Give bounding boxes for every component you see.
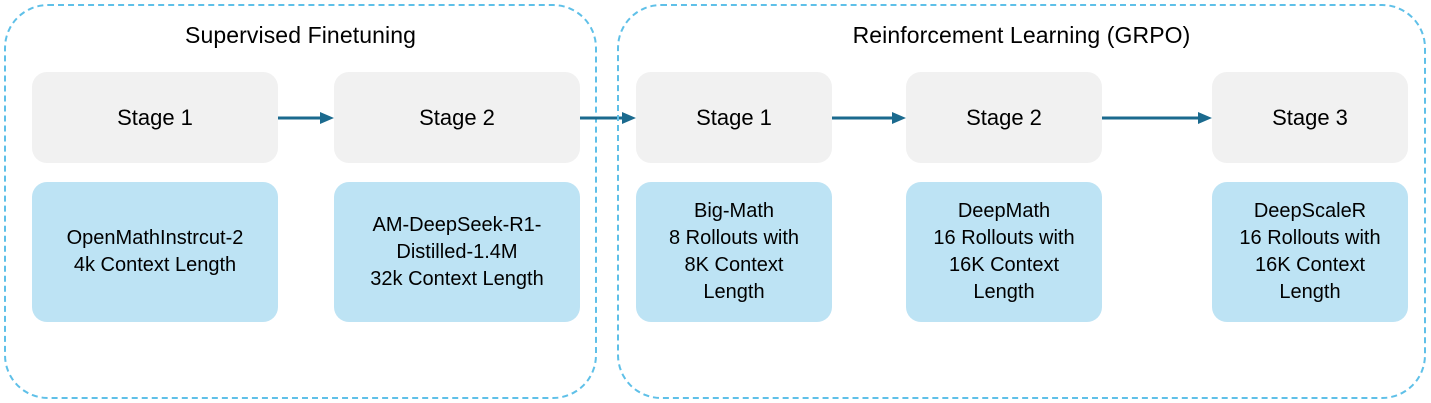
sft-stage-1-label: Stage 1: [117, 104, 193, 130]
rl-stage-2-dataset-text: DeepMath 16 Rollouts with 16K Context Le…: [933, 200, 1075, 303]
rl-stage-1-label: Stage 1: [696, 104, 772, 130]
arrow-sft-to-rl: [580, 108, 636, 128]
sft-stage-1-dataset-box[interactable]: OpenMathInstrcut-2 4k Context Length: [32, 182, 278, 322]
panel-reinforcement-learning: Reinforcement Learning (GRPO): [617, 4, 1426, 399]
sft-stage-2-dataset-text: AM-DeepSeek-R1- Distilled-1.4M 32k Conte…: [370, 213, 544, 290]
rl-stage-1-dataset-box[interactable]: Big-Math 8 Rollouts with 8K Context Leng…: [636, 182, 832, 322]
rl-stage-1-dataset-text: Big-Math 8 Rollouts with 8K Context Leng…: [668, 200, 800, 303]
rl-stage-3-box[interactable]: Stage 3: [1212, 72, 1408, 163]
rl-stage-3-dataset-text: DeepScaleR 16 Rollouts with 16K Context …: [1239, 200, 1381, 303]
sft-stage-1-box[interactable]: Stage 1: [32, 72, 278, 163]
rl-stage-2-label: Stage 2: [966, 104, 1042, 130]
panel-title-supervised-finetuning: Supervised Finetuning: [185, 22, 416, 48]
sft-stage-1-dataset-text: OpenMathInstrcut-2 4k Context Length: [66, 227, 244, 276]
arrow-rl-stage1-to-stage2: [832, 108, 906, 128]
arrow-sft-stage1-to-stage2: [278, 108, 334, 128]
rl-stage-3-dataset-box[interactable]: DeepScaleR 16 Rollouts with 16K Context …: [1212, 182, 1408, 322]
sft-stage-2-label: Stage 2: [419, 104, 495, 130]
arrow-rl-stage2-to-stage3: [1102, 108, 1212, 128]
rl-stage-3-label: Stage 3: [1272, 104, 1348, 130]
panel-title-reinforcement-learning: Reinforcement Learning (GRPO): [852, 22, 1191, 48]
rl-stage-1-box[interactable]: Stage 1: [636, 72, 832, 163]
panel-supervised-finetuning: Supervised Finetuning: [4, 4, 597, 399]
sft-stage-2-dataset-box[interactable]: AM-DeepSeek-R1- Distilled-1.4M 32k Conte…: [334, 182, 580, 322]
rl-stage-2-box[interactable]: Stage 2: [906, 72, 1102, 163]
sft-stage-2-box[interactable]: Stage 2: [334, 72, 580, 163]
rl-stage-2-dataset-box[interactable]: DeepMath 16 Rollouts with 16K Context Le…: [906, 182, 1102, 322]
